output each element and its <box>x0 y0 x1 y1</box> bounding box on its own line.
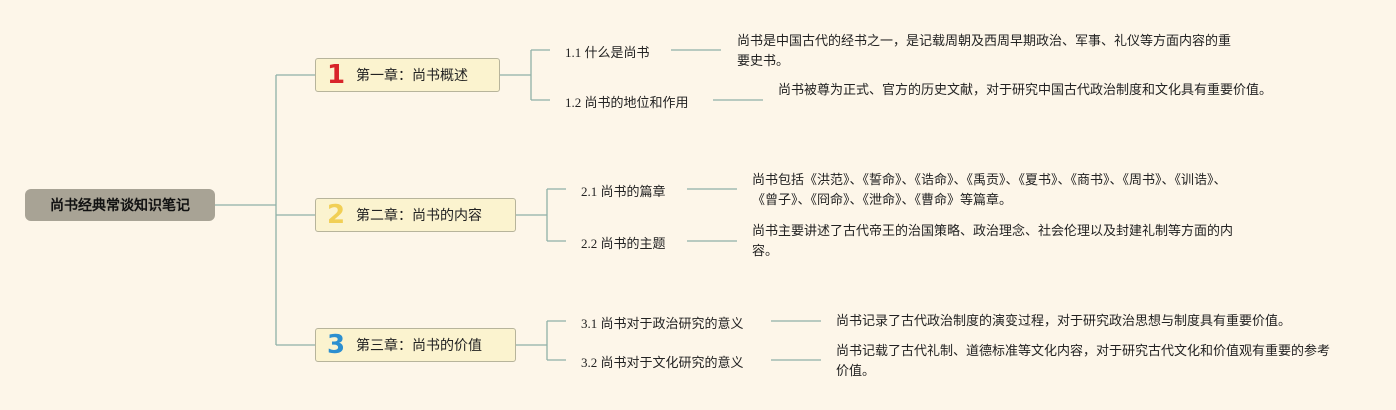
section-desc-1-1: 尚书是中国古代的经书之一，是记载周朝及西周早期政治、军事、礼仪等方面内容的重要史… <box>737 34 1232 69</box>
section-node-3-2[interactable]: 3.2 尚书对于文化研究的意义 <box>581 355 744 370</box>
root-node[interactable]: 尚书经典常谈知识笔记 <box>25 189 215 221</box>
chapter-title-3: 第三章：尚书的价值 <box>356 338 482 354</box>
section-node-3-1[interactable]: 3.1 尚书对于政治研究的意义 <box>581 316 744 331</box>
section-node-2-1[interactable]: 2.1 尚书的篇章 <box>581 184 666 199</box>
root-label: 尚书经典常谈知识笔记 <box>50 198 190 214</box>
chapter-node-2[interactable]: 2 第二章：尚书的内容 <box>315 198 516 232</box>
section-desc-2-1: 尚书包括《洪范》、《誓命》、《诰命》、《禹贡》、《夏书》、《商书》、《周书》、《… <box>752 173 1227 208</box>
section-node-1-1[interactable]: 1.1 什么是尚书 <box>565 45 650 60</box>
chapter-number-3: 3 <box>326 330 346 360</box>
chapter-node-3[interactable]: 3 第三章：尚书的价值 <box>315 328 516 362</box>
chapter-title-2: 第二章：尚书的内容 <box>356 208 482 224</box>
chapter-number-1: 1 <box>326 60 346 90</box>
section-desc-3-2: 尚书记载了古代礼制、道德标准等文化内容，对于研究古代文化和价值观有重要的参考价值… <box>836 344 1331 379</box>
chapter-node-1[interactable]: 1 第一章：尚书概述 <box>315 58 500 92</box>
chapter-title-1: 第一章：尚书概述 <box>356 68 468 84</box>
chapter-number-2: 2 <box>326 200 346 230</box>
section-desc-3-1: 尚书记录了古代政治制度的演变过程，对于研究政治思想与制度具有重要价值。 <box>836 314 1292 329</box>
section-node-2-2[interactable]: 2.2 尚书的主题 <box>581 236 666 251</box>
section-desc-1-2: 尚书被尊为正式、官方的历史文献，对于研究中国古代政治制度和文化具有重要价值。 <box>778 83 1273 98</box>
section-desc-2-2: 尚书主要讲述了古代帝王的治国策略、政治理念、社会伦理以及封建礼制等方面的内容。 <box>752 224 1234 259</box>
section-node-1-2[interactable]: 1.2 尚书的地位和作用 <box>565 95 689 110</box>
